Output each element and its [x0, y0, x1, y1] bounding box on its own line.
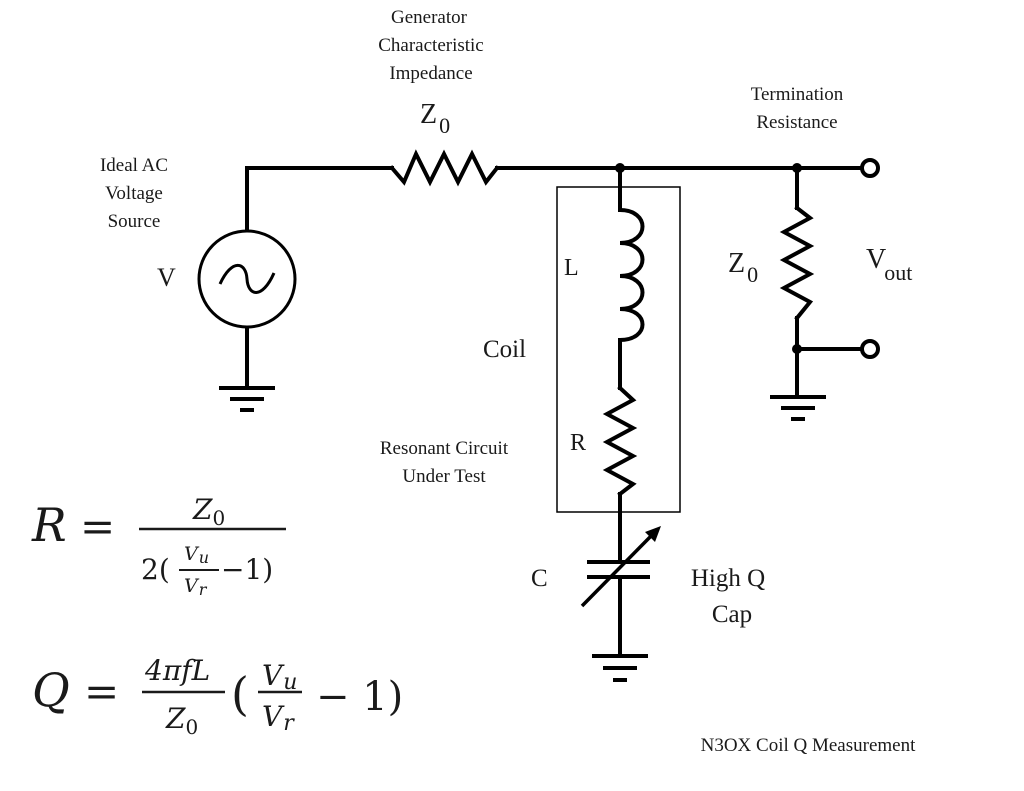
ac-voltage-source-icon — [197, 229, 297, 329]
resistor-label: R — [570, 430, 586, 456]
resonant-label-line2: Under Test — [402, 466, 486, 487]
source-label-line1: Ideal AC — [100, 155, 168, 176]
z0-series-label: Z0 — [420, 99, 450, 138]
equation-r: R = Z0 2( Vu Vr −1) — [31, 493, 286, 599]
source-voltage-label: V — [157, 263, 176, 292]
ground-icon — [770, 395, 826, 421]
ground-icon — [592, 654, 648, 682]
termination-label-line2: Resistance — [756, 112, 837, 133]
variable-capacitor-icon — [580, 526, 661, 608]
source-label-line2: Voltage — [105, 183, 163, 204]
equation-q: Q = 4πfL Z0 ( Vu Vr − 1) — [32, 654, 403, 739]
highq-label-line1: High Q — [691, 565, 765, 592]
generator-label-line3: Impedance — [389, 63, 472, 84]
eq-r-numerator: Z0 — [192, 493, 225, 530]
ground-icon — [219, 386, 275, 412]
eq-q-ratio-num: Vu — [262, 659, 297, 695]
generator-label-line1: Generator — [391, 7, 468, 28]
coil-label: Coil — [483, 336, 526, 363]
eq-q-ratio-den: Vr — [262, 700, 295, 736]
output-terminal-icon — [860, 158, 880, 178]
output-terminal-icon — [860, 339, 880, 359]
eq-q-tail: − 1) — [316, 674, 403, 720]
eq-r-den-suffix: −1) — [221, 553, 273, 586]
highq-label-line2: Cap — [712, 601, 752, 628]
resistor-z0-termination-icon — [779, 205, 815, 321]
eq-r-equals: = — [80, 502, 115, 551]
eq-q-equals: = — [84, 667, 119, 716]
eq-r-ratio-num: Vu — [184, 543, 209, 567]
source-label-line3: Source — [108, 211, 161, 232]
z0-termination-label: Z0 — [728, 248, 758, 287]
eq-q-numerator: 4πfL — [144, 654, 210, 687]
eq-r-ratio-den: Vr — [184, 575, 208, 599]
resonant-label-line1: Resonant Circuit — [380, 438, 509, 459]
termination-label-line1: Termination — [751, 84, 844, 105]
eq-r-den-prefix: 2( — [141, 553, 170, 586]
eq-q-denominator: Z0 — [165, 702, 198, 739]
resonant-circuit-box — [556, 186, 681, 513]
junction-dot — [792, 344, 802, 354]
resistor-r-icon — [602, 385, 638, 497]
wires — [245, 166, 862, 658]
vout-label: Vout — [866, 244, 912, 285]
wire-source-to-z0 — [245, 166, 394, 235]
inductor-label: L — [564, 255, 579, 281]
resistor-z0-generator-icon — [389, 149, 500, 187]
eq-q-lhs: Q — [32, 663, 70, 717]
junction-dot — [792, 163, 802, 173]
eq-q-open-paren: ( — [231, 667, 249, 721]
generator-label-line2: Characteristic — [378, 35, 484, 56]
footer-caption: N3OX Coil Q Measurement — [701, 735, 916, 756]
inductor-icon — [617, 207, 645, 343]
junction-dot — [615, 163, 625, 173]
eq-r-lhs: R — [31, 498, 67, 552]
capacitor-label: C — [531, 565, 548, 592]
